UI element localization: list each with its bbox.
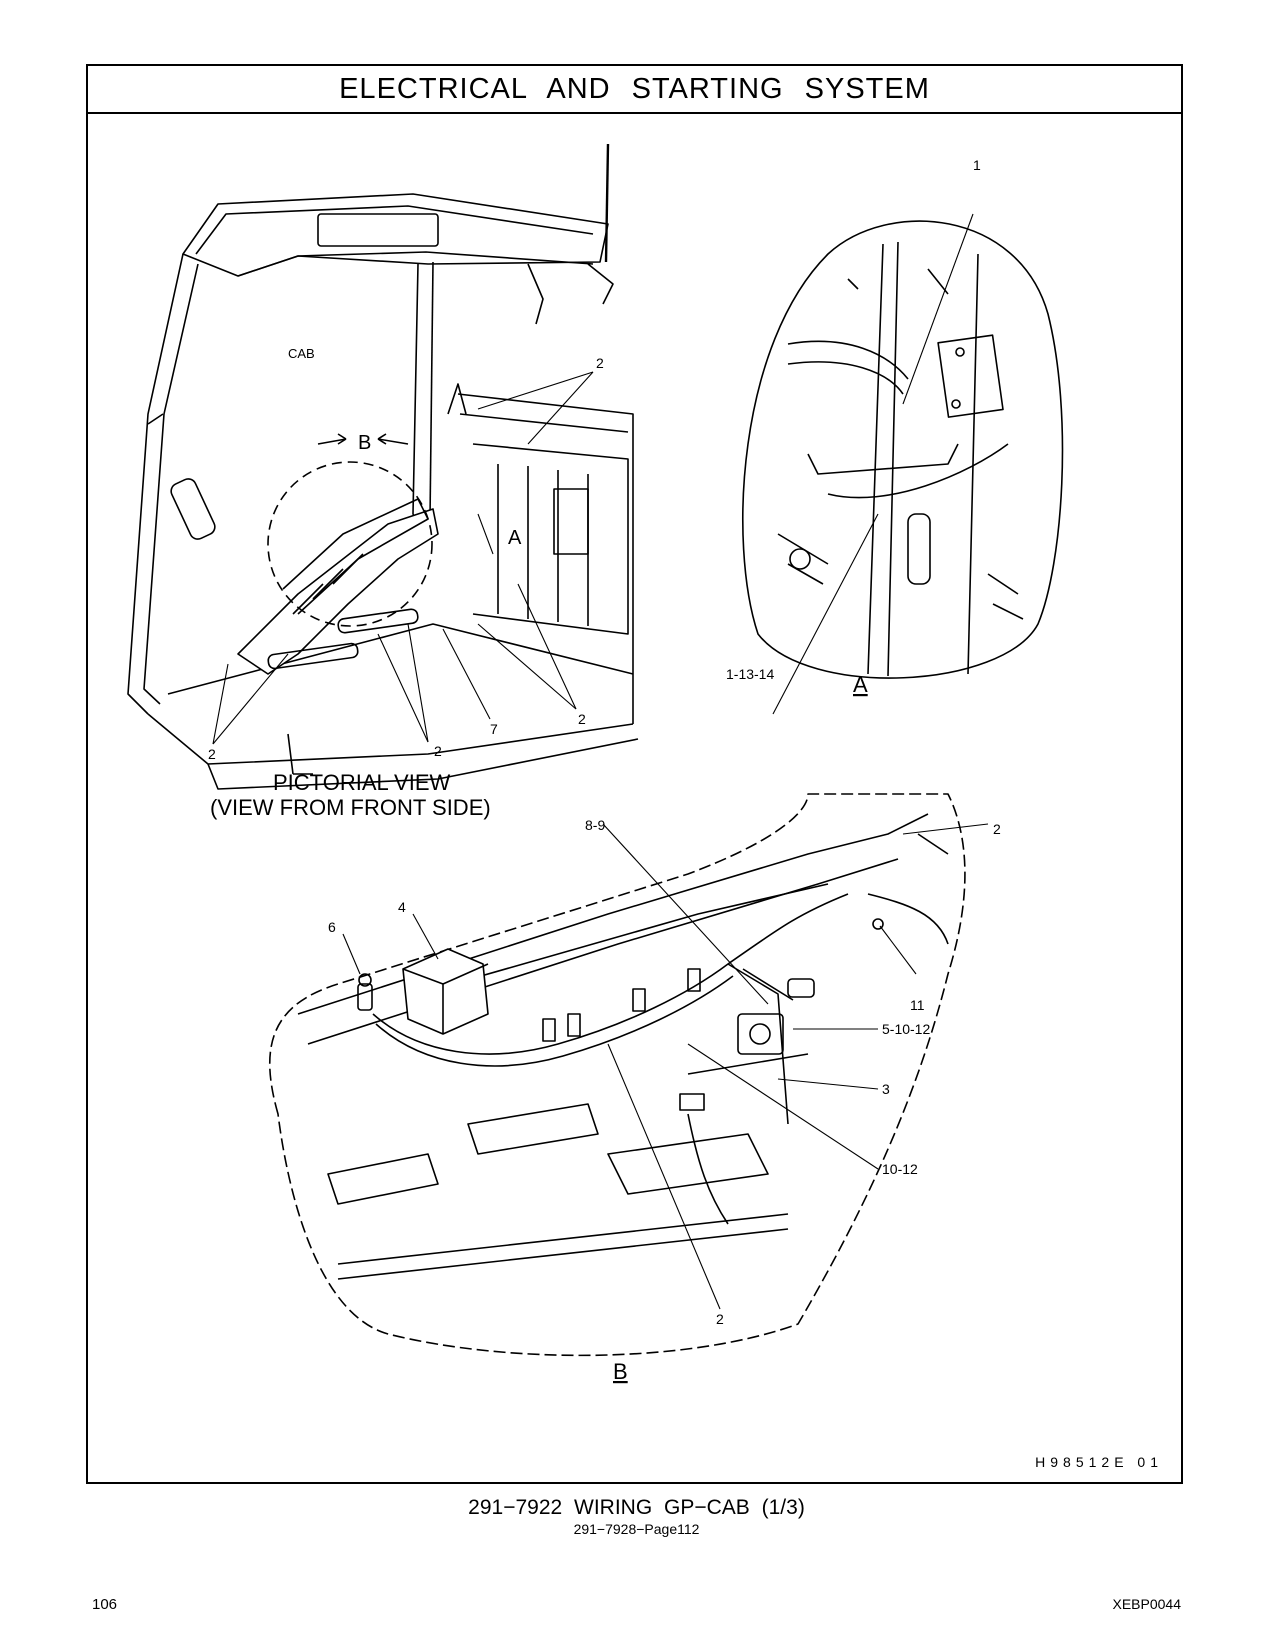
page-title: ELECTRICAL AND STARTING SYSTEM <box>339 72 930 105</box>
pictorial-view-subtitle: (VIEW FROM FRONT SIDE) <box>210 795 491 820</box>
callout-2-right: 2 <box>578 711 586 727</box>
callout-8-9: 8-9 <box>585 817 605 833</box>
detail-b-illustration <box>268 793 966 1357</box>
figure-caption: 291−7922 WIRING GP−CAB (1/3) <box>468 1496 805 1519</box>
callout-4: 4 <box>398 899 406 915</box>
view-a-callout: A <box>508 527 522 549</box>
document-id: XEBP0044 <box>1112 1596 1182 1612</box>
detail-a-illustration <box>742 220 1064 679</box>
callout-2-bottom-mid: 2 <box>434 743 442 759</box>
pictorial-view-title: PICTORIAL VIEW <box>273 770 450 795</box>
callout-1-13-14: 1-13-14 <box>726 666 774 682</box>
callout-5-10-12: 5-10-12 <box>882 1021 930 1037</box>
callout-6: 6 <box>328 919 336 935</box>
drawing-svg: CAB B A 2 2 2 2 7 PICTORIAL VIEW (VIEW F… <box>127 143 1064 1384</box>
callout-11: 11 <box>910 997 925 1013</box>
title-bar: ELECTRICAL AND STARTING SYSTEM <box>88 66 1181 114</box>
page-number: 106 <box>92 1596 118 1613</box>
callout-1: 1 <box>973 157 981 173</box>
callout-2-b-top: 2 <box>993 821 1001 837</box>
detail-b-marker <box>267 461 433 627</box>
callout-10-12: 10-12 <box>882 1161 918 1177</box>
callout-3: 3 <box>882 1081 890 1097</box>
callout-2-b-bottom: 2 <box>716 1311 724 1327</box>
callout-2-top: 2 <box>596 355 604 371</box>
technical-drawing: CAB B A 2 2 2 2 7 PICTORIAL VIEW (VIEW F… <box>88 114 1181 1482</box>
view-b-callout: B <box>358 432 371 454</box>
drawing-code: H98512E 01 <box>1035 1454 1163 1470</box>
detail-b-label: B <box>613 1359 628 1384</box>
callout-7: 7 <box>490 721 498 737</box>
callout-2-bottom-left: 2 <box>208 746 216 762</box>
detail-a-label: A <box>853 672 868 697</box>
cab-label: CAB <box>288 346 315 361</box>
page-frame: ELECTRICAL AND STARTING SYSTEM <box>86 64 1183 1484</box>
cab-illustration <box>127 143 639 790</box>
figure-subcaption: 291−7928−Page112 <box>573 1521 700 1537</box>
